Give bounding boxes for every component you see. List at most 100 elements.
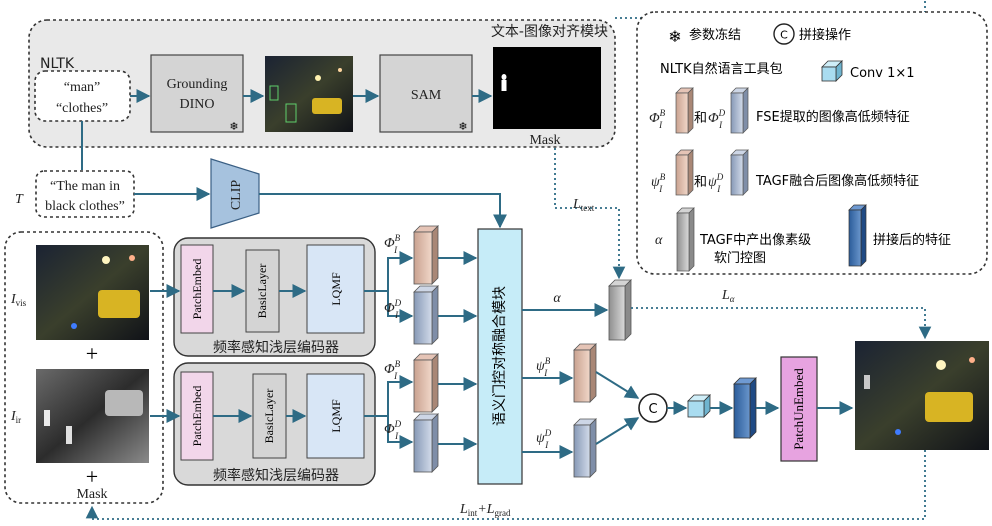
lqmf-label: LQMF [329, 272, 343, 306]
conv-cube [687, 394, 711, 418]
basic-layer-label: BasicLayer [262, 389, 276, 444]
encoder-caption: 频率感知浅层编码器 [213, 467, 339, 484]
plus-vis-ir: + [86, 341, 98, 366]
phi-b-ir-feature [413, 353, 439, 413]
text-image-align-module: 文本-图像对齐模块 NLTK “man” “clothes” Grounding… [28, 19, 616, 170]
grounding-label: Grounding [167, 77, 228, 92]
keywords-box [34, 70, 131, 122]
lqmf-label: LQMF [329, 399, 343, 433]
legend-alpha-line1: TAGF中产出像素级 [699, 233, 811, 248]
legend-alpha-line2: 软门控图 [714, 251, 766, 266]
psi-d-feature [573, 418, 597, 478]
phi-d-vis-feature [413, 285, 439, 345]
I-vis-label: Ivis [10, 292, 27, 308]
output-path: C PatchUnEmbed Lint+Lgrad [85, 341, 989, 520]
snowflake-icon: ❄ [458, 120, 467, 133]
legend-psi-d-feature [730, 149, 749, 196]
mask-input-label: Mask [76, 487, 107, 502]
legend-concat-symbol: C [780, 29, 788, 42]
legend-and: 和 [694, 175, 707, 190]
lqmf-block [306, 373, 365, 459]
legend-concat-feature [848, 204, 867, 267]
l-text-label: Ltext [572, 197, 595, 213]
phi-b-vis-feature [413, 225, 439, 285]
patch-unembed-block [780, 356, 818, 462]
l-alpha-label: Lα [721, 288, 735, 304]
encoder-output-arrows [364, 251, 414, 449]
patch-embed-block [180, 371, 214, 461]
legend-phi-b-feature [675, 87, 694, 134]
patch-embed-label: PatchEmbed [190, 386, 204, 447]
patch-unembed-label: PatchUnEmbed [791, 368, 806, 450]
basic-layer-block [252, 373, 287, 459]
encoder-caption: 频率感知浅层编码器 [213, 339, 339, 356]
alpha-symbol: α [553, 291, 561, 306]
legend-nltk: NLTK自然语言工具包 [660, 61, 783, 77]
legend-phi-d-feature [730, 87, 749, 134]
mask-image [493, 47, 601, 129]
lqmf-block [306, 244, 365, 334]
sam-box [379, 54, 473, 133]
legend-and: 和 [694, 111, 707, 126]
psi-b-feature [573, 343, 597, 403]
plus-ir-mask: + [86, 464, 98, 489]
legend-conv-cube [821, 60, 843, 82]
patch-embed-label: PatchEmbed [190, 259, 204, 320]
legend-concat-node [773, 23, 795, 45]
encoder-visible: PatchEmbed BasicLayer LQMF 频率感知浅层编码器 [150, 237, 376, 357]
keyword-man: “man” [64, 80, 101, 95]
freeze-icon: ❄ [668, 27, 681, 46]
legend-tagf: TAGF融合后图像高低频特征 [755, 173, 919, 189]
legend-alpha-map [676, 207, 695, 272]
prompt-line2: black clothes” [45, 199, 125, 214]
keyword-clothes: “clothes” [56, 101, 108, 116]
mask-caption: Mask [529, 133, 560, 148]
detection-image [265, 56, 353, 132]
alpha-branch: α Ltext Lα [522, 148, 932, 341]
encoder-infrared: PatchEmbed BasicLayer LQMF 频率感知浅层编码器 [150, 362, 376, 486]
input-panel: Ivis + Iir + Mask [4, 231, 164, 504]
fusion-label: 语义门控对称融合模块 [492, 286, 508, 426]
sam-label: SAM [411, 88, 442, 103]
infrared-image [36, 369, 149, 463]
visible-image [36, 245, 149, 340]
legend-alpha-symbol: α [655, 233, 663, 248]
legend-fse: FSE提取的图像高低频特征 [756, 109, 910, 125]
legend-concat: 拼接操作 [799, 27, 851, 43]
legend-psi-b-feature [675, 149, 694, 196]
snowflake-icon: ❄ [229, 120, 238, 133]
prompt-line1: “The man in [50, 179, 120, 194]
basic-layer-label: BasicLayer [255, 264, 269, 319]
patch-embed-block [180, 244, 214, 334]
grounding-dino-box [150, 54, 244, 133]
basic-layer-block [245, 249, 280, 333]
legend-freeze: 参数冻结 [689, 27, 741, 43]
align-module-title: 文本-图像对齐模块 [491, 24, 608, 40]
T-symbol: T [15, 192, 24, 207]
clip-label: CLIP [229, 180, 244, 211]
nltk-label: NLTK [40, 56, 75, 72]
text-input-group: T “The man in black clothes” CLIP [15, 158, 507, 229]
legend-concat-feat: 拼接后的特征 [873, 232, 951, 248]
phi-d-ir-feature [413, 413, 439, 473]
clip-block [210, 158, 260, 229]
concat-feature [733, 377, 757, 439]
fusion-module: 语义门控对称融合模块 [477, 228, 523, 485]
dino-label: DINO [180, 97, 215, 112]
fused-output-image [855, 341, 989, 450]
l-int-grad-label: Lint+Lgrad [459, 502, 511, 518]
